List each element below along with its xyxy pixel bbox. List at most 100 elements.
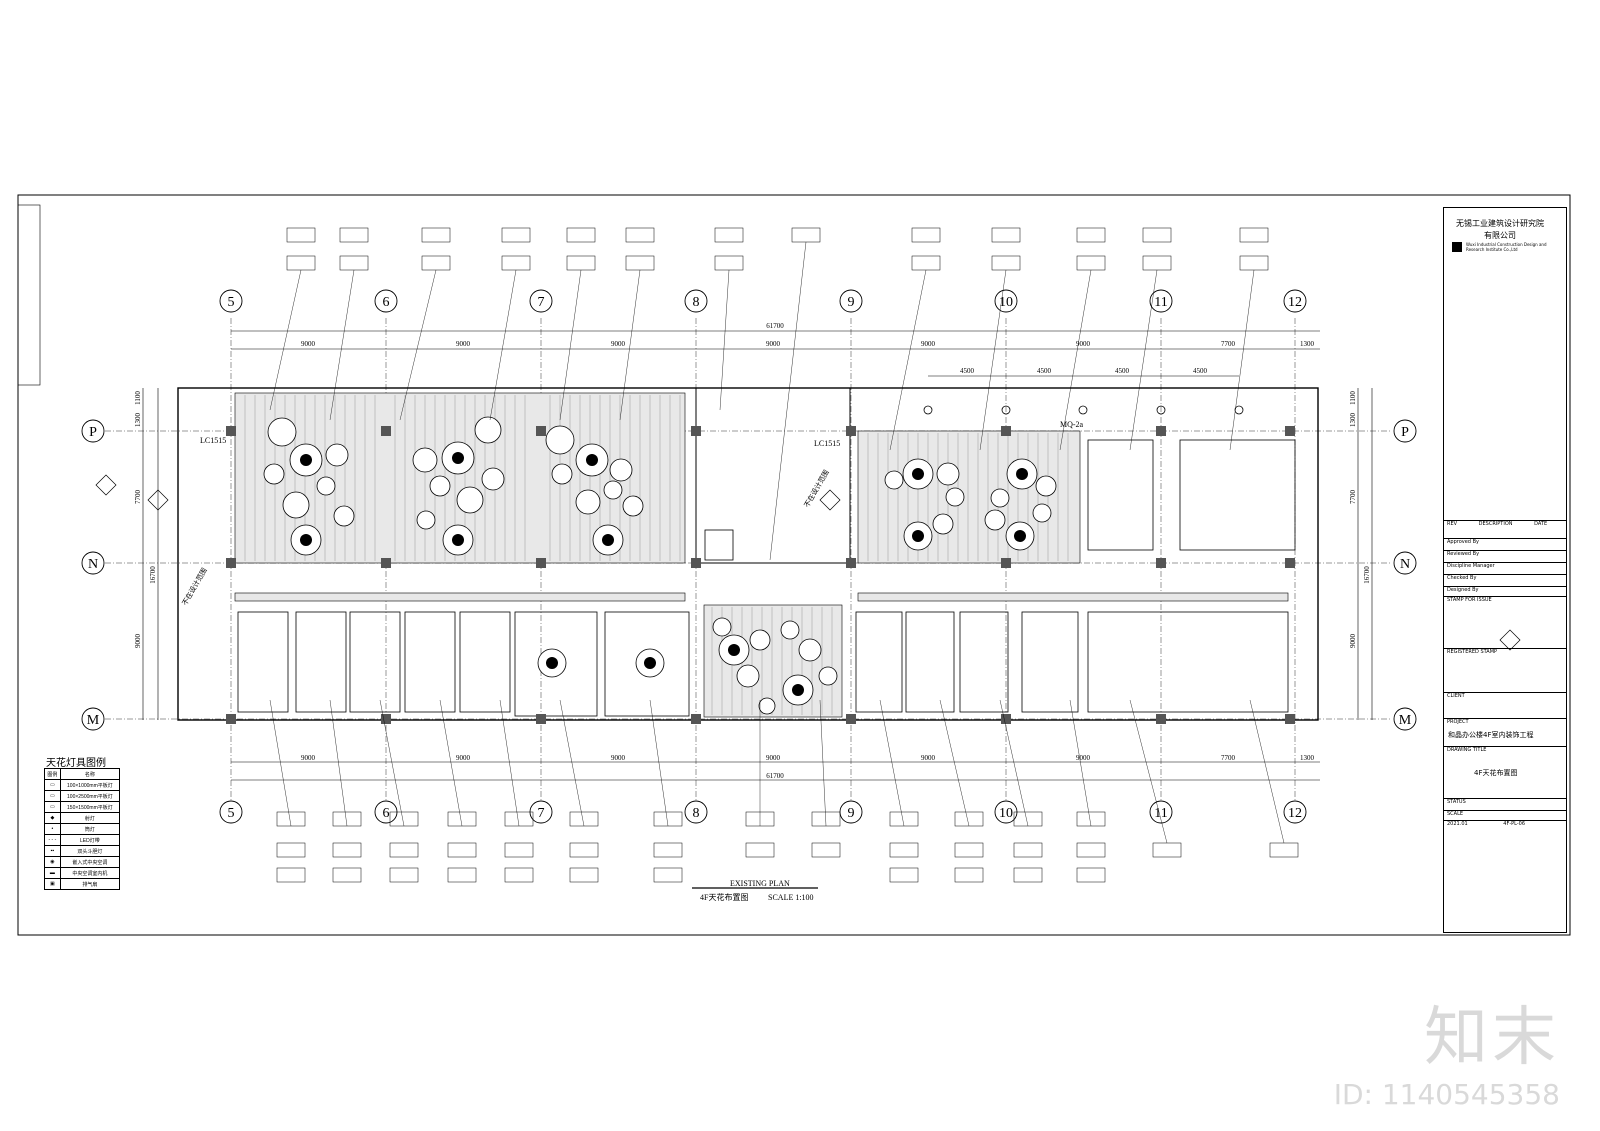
grid-row-right: M — [1399, 713, 1412, 728]
downlight-icon: • — [44, 823, 61, 835]
legend-item: 筒灯 — [59, 823, 121, 835]
grid-labels: 5 6 7 8 9 10 11 12 5 6 7 8 9 10 11 12 P … — [87, 295, 1412, 821]
grid-col-top: 11 — [1154, 295, 1167, 310]
legend-table: 图例名称 ▭100×1000mm平板灯 ▭100×2500mm平板灯 ▭150×… — [44, 768, 121, 890]
drawing-title-value: 4F天花布置图 — [1474, 769, 1518, 777]
mq-tag: MQ-2a — [1060, 420, 1084, 429]
dim-span-bottom: 9000 — [921, 754, 936, 762]
dim-sub-top: 4500 — [960, 367, 975, 375]
grid-col-top: 5 — [228, 295, 235, 310]
legend-item: 嵌入式中央空调 — [59, 856, 121, 868]
legend-header: 图例 — [44, 768, 61, 780]
vertical-dimension-texts: 1300 1100 7700 16700 9000 1300 1100 7700… — [134, 391, 1371, 648]
ac-units — [300, 452, 1028, 696]
room-tag: LC1515 — [200, 436, 226, 445]
stamp-label: STAMP FOR ISSUE — [1444, 596, 1566, 603]
role-discipline: Discipline Manager — [1444, 562, 1566, 569]
panel-light-icon: ▭ — [44, 779, 61, 791]
role-approved: Approved By — [1444, 538, 1566, 545]
dim-sub-top: 4500 — [1037, 367, 1052, 375]
watermark-id: ID: 1140545358 — [1333, 1078, 1560, 1111]
dim-span-bottom: 9000 — [611, 754, 626, 762]
drawing-title-label: DRAWING TITLE — [1444, 746, 1566, 753]
company-name-2: 有限公司 — [1484, 231, 1516, 240]
grid-row-left: M — [87, 713, 100, 728]
legend-item: 100×1000mm平板灯 — [59, 779, 121, 791]
core-area — [695, 387, 851, 564]
dim-span-top: 9000 — [301, 340, 316, 348]
structural-columns — [226, 426, 1295, 724]
dim-sub-top: 4500 — [1115, 367, 1130, 375]
legend-title: 天花灯具图例 — [46, 758, 106, 769]
role-designed: Designed By — [1444, 586, 1566, 593]
dim-span-top: 9000 — [921, 340, 936, 348]
dim-total-bottom: 61700 — [766, 772, 784, 780]
exhaust-fan-icon: ▣ — [44, 878, 61, 890]
drawing-title-cn: 4F天花布置图 — [700, 892, 748, 902]
legend-item: 射灯 — [59, 812, 121, 824]
watermark-logo: 知末 — [1424, 1001, 1560, 1075]
grid-col-bottom: 10 — [999, 806, 1013, 821]
disc-lights — [263, 416, 1057, 715]
callout-tags-top — [286, 227, 1269, 271]
dimension-texts: 61700 9000 9000 9000 9000 9000 9000 7700… — [301, 322, 1315, 780]
panel-light-icon: ▭ — [44, 790, 61, 802]
title-block: 无锡工业建筑设计研究院 有限公司 Wuxi Industrial Constru… — [1443, 207, 1567, 933]
legend-item: LED灯带 — [59, 834, 121, 846]
dim-left: 7700 — [134, 490, 142, 505]
leader-lines — [269, 241, 1285, 844]
dim-span-bottom: 9000 — [456, 754, 471, 762]
design-note: 不在设计范围 — [180, 566, 209, 607]
dim-span-bottom: 1300 — [1300, 754, 1315, 762]
legend-header: 名称 — [59, 768, 121, 780]
grid-col-bottom: 7 — [538, 806, 545, 821]
room-tag: LC1515 — [814, 439, 840, 448]
grid-col-top: 12 — [1288, 295, 1302, 310]
callout-tags-bottom — [276, 811, 1299, 883]
legend-item: 100×2500mm平板灯 — [59, 790, 121, 802]
dim-span-top: 9000 — [611, 340, 626, 348]
grid-col-bottom: 5 — [228, 806, 235, 821]
ac-indoor-icon: ▬ — [44, 867, 61, 879]
dim-span-bottom: 9000 — [301, 754, 316, 762]
lighting-legend: 天花灯具图例 图例名称 ▭100×1000mm平板灯 ▭100×2500mm平板… — [44, 758, 121, 906]
spotlight-icon: ◆ — [44, 812, 61, 824]
date-col: DATE — [1534, 521, 1548, 527]
grid-col-top: 9 — [848, 295, 855, 310]
dim-total-top: 61700 — [766, 322, 784, 330]
dim-right: 7700 — [1349, 490, 1357, 505]
grid-col-top: 8 — [693, 295, 700, 310]
dim-span-top: 7700 — [1221, 340, 1236, 348]
revision-strip — [17, 204, 41, 386]
desc-col: DESCRIPTION — [1478, 521, 1513, 527]
office-rooms — [237, 439, 1296, 717]
dim-span-top: 9000 — [1076, 340, 1091, 348]
elevator — [704, 529, 734, 561]
grid-row-left: P — [89, 425, 97, 440]
watermark: 知末 ID: 1140545358 — [1334, 986, 1560, 1111]
dimension-lines — [142, 330, 1373, 781]
company-name-en: Wuxi Industrial Construction Design and … — [1466, 242, 1547, 252]
dim-sub-top: 4500 — [1193, 367, 1208, 375]
dim-span-top: 1300 — [1300, 340, 1315, 348]
role-checked: Checked By — [1444, 574, 1566, 581]
grid-col-bottom: 8 — [693, 806, 700, 821]
date-row: 2021.01 4F-PL-06 — [1444, 820, 1566, 827]
sheet-frame — [17, 194, 1571, 936]
dim-left: 9000 — [134, 634, 142, 649]
grid-row-right: N — [1400, 557, 1410, 572]
dim-left: 1300 — [134, 413, 142, 428]
legend-item: 150×1500mm平板灯 — [59, 801, 121, 813]
led-strip-icon: - - - — [44, 834, 61, 846]
grid-row-left: N — [88, 557, 98, 572]
grid-col-top: 7 — [538, 295, 545, 310]
dim-span-bottom: 7700 — [1221, 754, 1236, 762]
registered-stamp-label: REGISTERED STAMP — [1444, 648, 1566, 655]
dim-span-top: 9000 — [766, 340, 781, 348]
dim-right: 16700 — [1363, 566, 1371, 584]
company-logo-icon — [1452, 242, 1462, 252]
status-label: STATUS — [1444, 798, 1566, 805]
double-head-light-icon: ▪▪ — [44, 845, 61, 857]
grid-col-bottom: 6 — [383, 806, 390, 821]
